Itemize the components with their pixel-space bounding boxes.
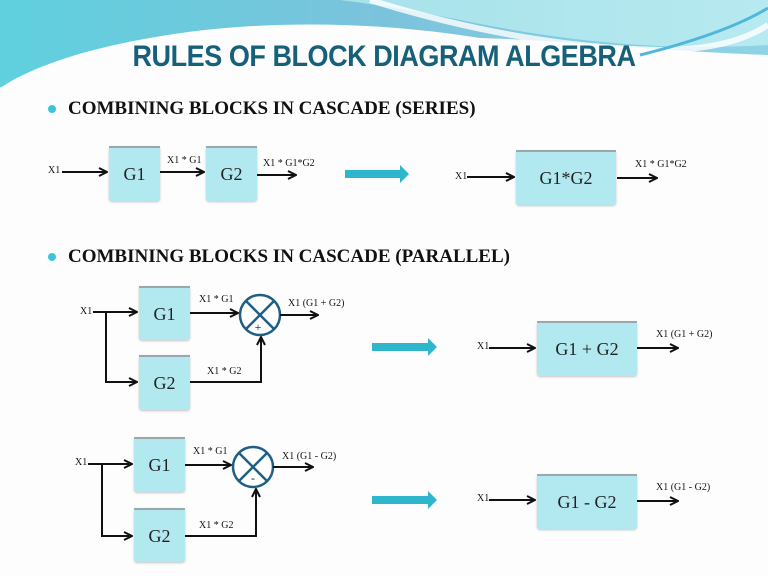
psub-eq-block: G1 - G2: [537, 474, 637, 529]
padd-input-label: X1: [80, 306, 92, 317]
padd-block-g1: G1: [139, 286, 190, 340]
padd-eq-input-label: X1: [477, 341, 489, 352]
series-mid-signal-label: X1 * G1: [167, 155, 201, 166]
psub-signal2-label: X1 * G2: [199, 520, 233, 531]
transform-arrow-icon: [372, 338, 437, 356]
padd-signal2-label: X1 * G2: [207, 366, 241, 377]
slide-title: RULES OF BLOCK DIAGRAM ALGEBRA: [132, 40, 636, 73]
psub-block-g2-label: G2: [149, 526, 171, 546]
padd-signal1-label: X1 * G1: [199, 294, 233, 305]
padd-input-arrow-bottom: [105, 312, 137, 382]
psub-eq-input-label: X1: [477, 493, 489, 504]
padd-block-g2: G2: [139, 355, 190, 410]
padd-eq-block: G1 + G2: [537, 321, 637, 376]
psub-block-g1: G1: [134, 437, 185, 492]
series-eq-input-label: X1: [455, 171, 467, 182]
series-block-g1-label: G1: [124, 164, 146, 184]
series-eq-block-label: G1*G2: [540, 168, 593, 188]
padd-eq-block-label: G1 + G2: [555, 339, 618, 359]
psub-signal1-label: X1 * G1: [193, 446, 227, 457]
bullet-dot-icon: [48, 105, 56, 113]
parallel-sub-diagram: X1 G1 G2 X1 * G1 X1 * G2 - X1 (G1 - G2) …: [75, 437, 710, 562]
bullet-series: COMBINING BLOCKS IN CASCADE (SERIES): [48, 98, 476, 120]
padd-output-label: X1 (G1 + G2): [288, 298, 344, 309]
transform-arrow-icon: [345, 165, 409, 183]
bullet-parallel-text: COMBINING BLOCKS IN CASCADE (PARALLEL): [68, 246, 510, 267]
series-block-g1: G1: [109, 146, 160, 201]
padd-block-g1-label: G1: [154, 304, 176, 324]
psub-output-label: X1 (G1 - G2): [282, 451, 336, 462]
bullet-series-text: COMBINING BLOCKS IN CASCADE (SERIES): [68, 98, 476, 119]
psub-input-label: X1: [75, 457, 87, 468]
padd-signal2-arrow: [190, 337, 261, 383]
psub-block-g1-label: G1: [149, 455, 171, 475]
series-eq-block: G1*G2: [516, 150, 616, 205]
psub-eq-output-label: X1 (G1 - G2): [656, 482, 710, 493]
series-output-label: X1 * G1*G2: [263, 158, 315, 169]
series-block-g2-label: G2: [221, 164, 243, 184]
psub-eq-block-label: G1 - G2: [558, 492, 617, 512]
series-block-g2: G2: [206, 146, 257, 201]
psub-block-g2: G2: [134, 508, 185, 562]
bullet-dot-icon: [48, 253, 56, 261]
series-input-label: X1: [48, 165, 60, 176]
bullet-parallel: COMBINING BLOCKS IN CASCADE (PARALLEL): [48, 246, 510, 268]
series-eq-output-label: X1 * G1*G2: [635, 159, 687, 170]
padd-sign: +: [255, 320, 262, 334]
parallel-add-diagram: X1 G1 G2 X1 * G1 X1 * G2 + X1 (G1 + G2) …: [80, 286, 712, 410]
series-diagram: X1 G1 X1 * G1 G2 X1 * G1*G2 X1 G1*G2 X1 …: [48, 146, 687, 205]
psub-sign: -: [251, 471, 255, 485]
psub-input-arrow-bottom: [101, 464, 132, 536]
psub-signal2-arrow: [185, 489, 256, 537]
transform-arrow-icon: [372, 491, 437, 509]
padd-block-g2-label: G2: [154, 373, 176, 393]
padd-eq-output-label: X1 (G1 + G2): [656, 329, 712, 340]
